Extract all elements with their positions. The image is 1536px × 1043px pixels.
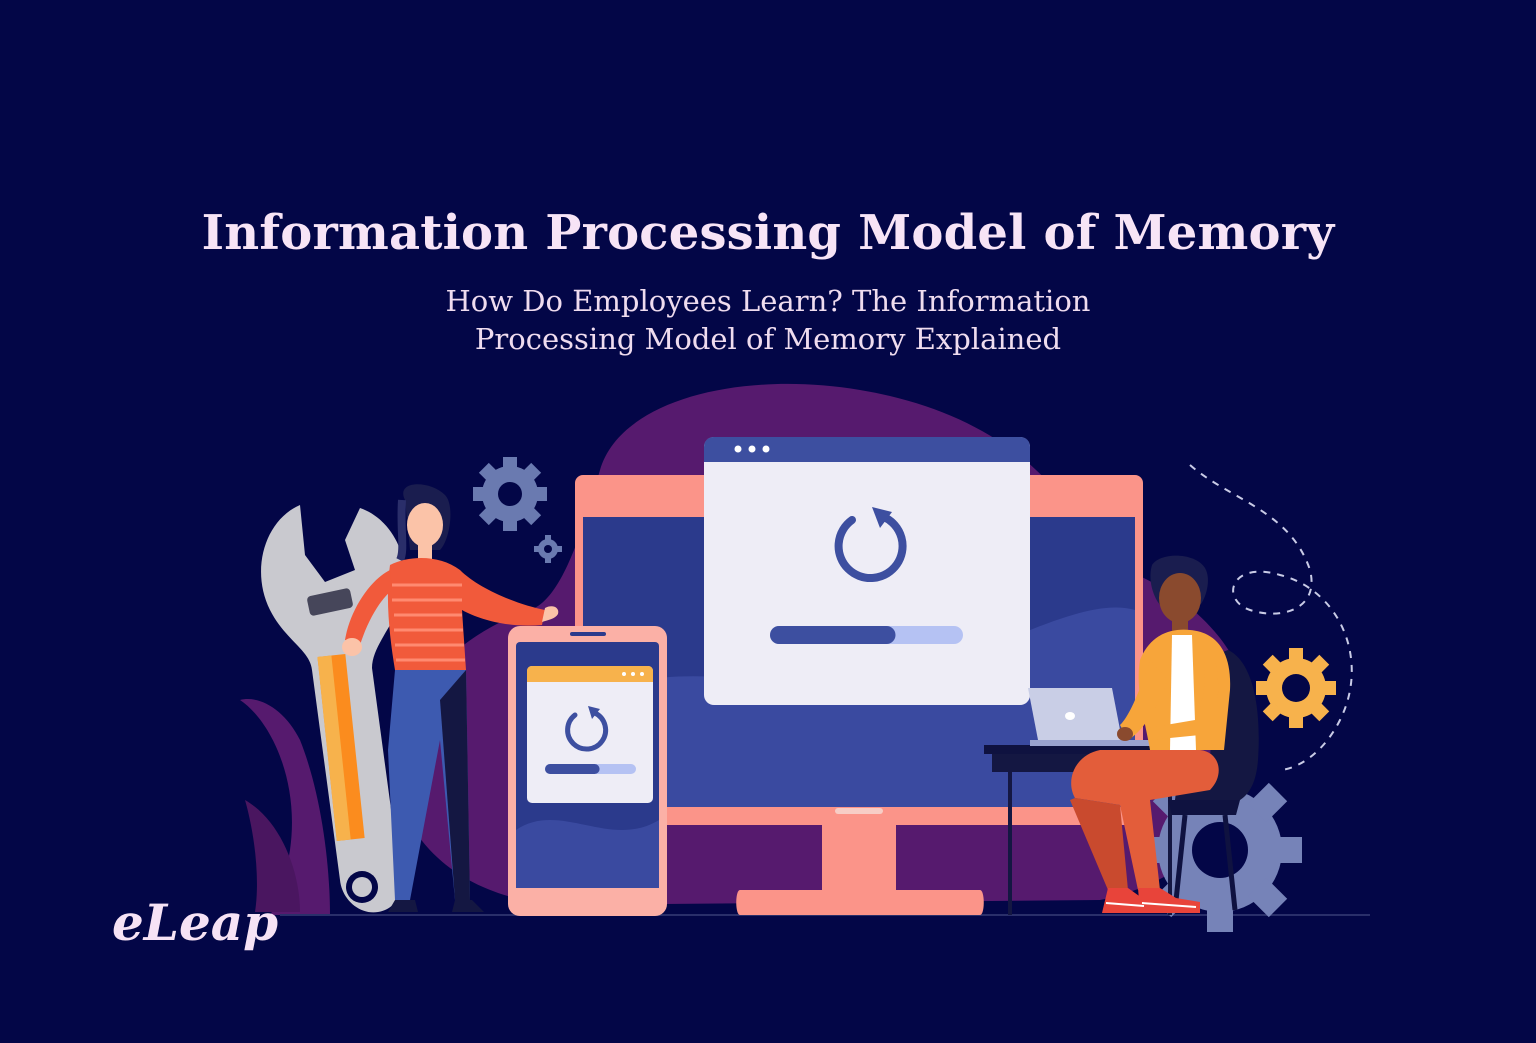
desktop-progress-fill (770, 626, 896, 644)
laptop-icon (1028, 688, 1156, 746)
gear-icon (473, 457, 547, 531)
woman-figure (342, 484, 559, 912)
refresh-icon (565, 706, 609, 752)
dashed-path (1189, 464, 1353, 771)
desktop-loading-window (704, 437, 1030, 705)
man-figure (1070, 555, 1259, 913)
phone-progress-fill (545, 764, 600, 774)
gear-icon (534, 535, 562, 563)
refresh-icon (834, 507, 907, 583)
gear-icon (1256, 648, 1336, 728)
page-title: Information Processing Model of Memory (201, 205, 1335, 261)
page-subtitle: How Do Employees Learn? The Information … (0, 282, 1536, 358)
subtitle-line-2: Processing Model of Memory Explained (474, 322, 1062, 356)
smartphone (508, 626, 667, 916)
subtitle-line-1: How Do Employees Learn? The Information (445, 284, 1091, 318)
eleap-logo[interactable]: eLeap (112, 893, 279, 952)
